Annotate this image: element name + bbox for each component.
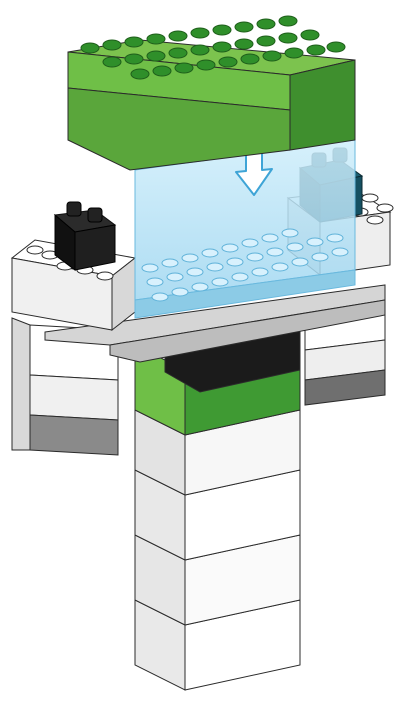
center-column (135, 320, 300, 690)
black-brick-left (55, 202, 115, 270)
